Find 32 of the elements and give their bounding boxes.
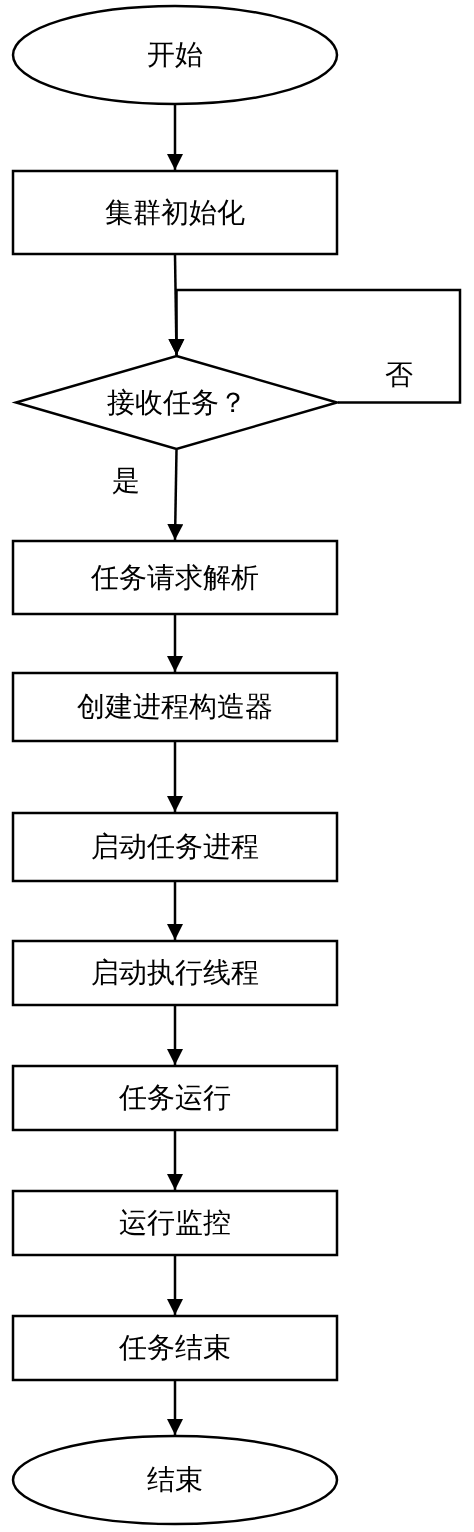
process-box — [12, 1065, 338, 1131]
process-box — [12, 1190, 338, 1256]
node-label: 启动任务进程 — [91, 829, 259, 865]
process-box — [12, 540, 338, 615]
node-label: 启动执行线程 — [91, 955, 259, 991]
process-box — [12, 672, 338, 742]
arrow — [167, 105, 183, 170]
node-label: 创建进程构造器 — [77, 689, 273, 725]
node-label: 开始 — [147, 37, 203, 73]
arrow — [167, 742, 183, 812]
arrow — [168, 288, 462, 404]
edge-label: 否 — [385, 360, 413, 391]
node-label: 运行监控 — [119, 1205, 231, 1241]
arrow — [167, 1256, 183, 1315]
process-box — [12, 170, 338, 255]
terminal-ellipse — [12, 5, 338, 105]
arrow — [167, 1006, 183, 1065]
arrow — [167, 449, 184, 541]
node-label: 集群初始化 — [105, 194, 245, 231]
node-label: 结束 — [147, 1462, 203, 1498]
process-box — [12, 812, 338, 882]
arrow — [167, 882, 183, 940]
arrow — [167, 1381, 183, 1435]
node-label: 任务运行 — [119, 1080, 231, 1116]
terminal-ellipse — [12, 1435, 338, 1525]
process-box — [12, 940, 338, 1006]
edge-label: 是 — [112, 466, 140, 497]
process-box — [12, 1315, 338, 1381]
node-label: 任务请求解析 — [91, 559, 259, 596]
arrow — [167, 1131, 183, 1190]
node-label: 任务结束 — [119, 1330, 231, 1366]
arrow — [167, 615, 183, 672]
